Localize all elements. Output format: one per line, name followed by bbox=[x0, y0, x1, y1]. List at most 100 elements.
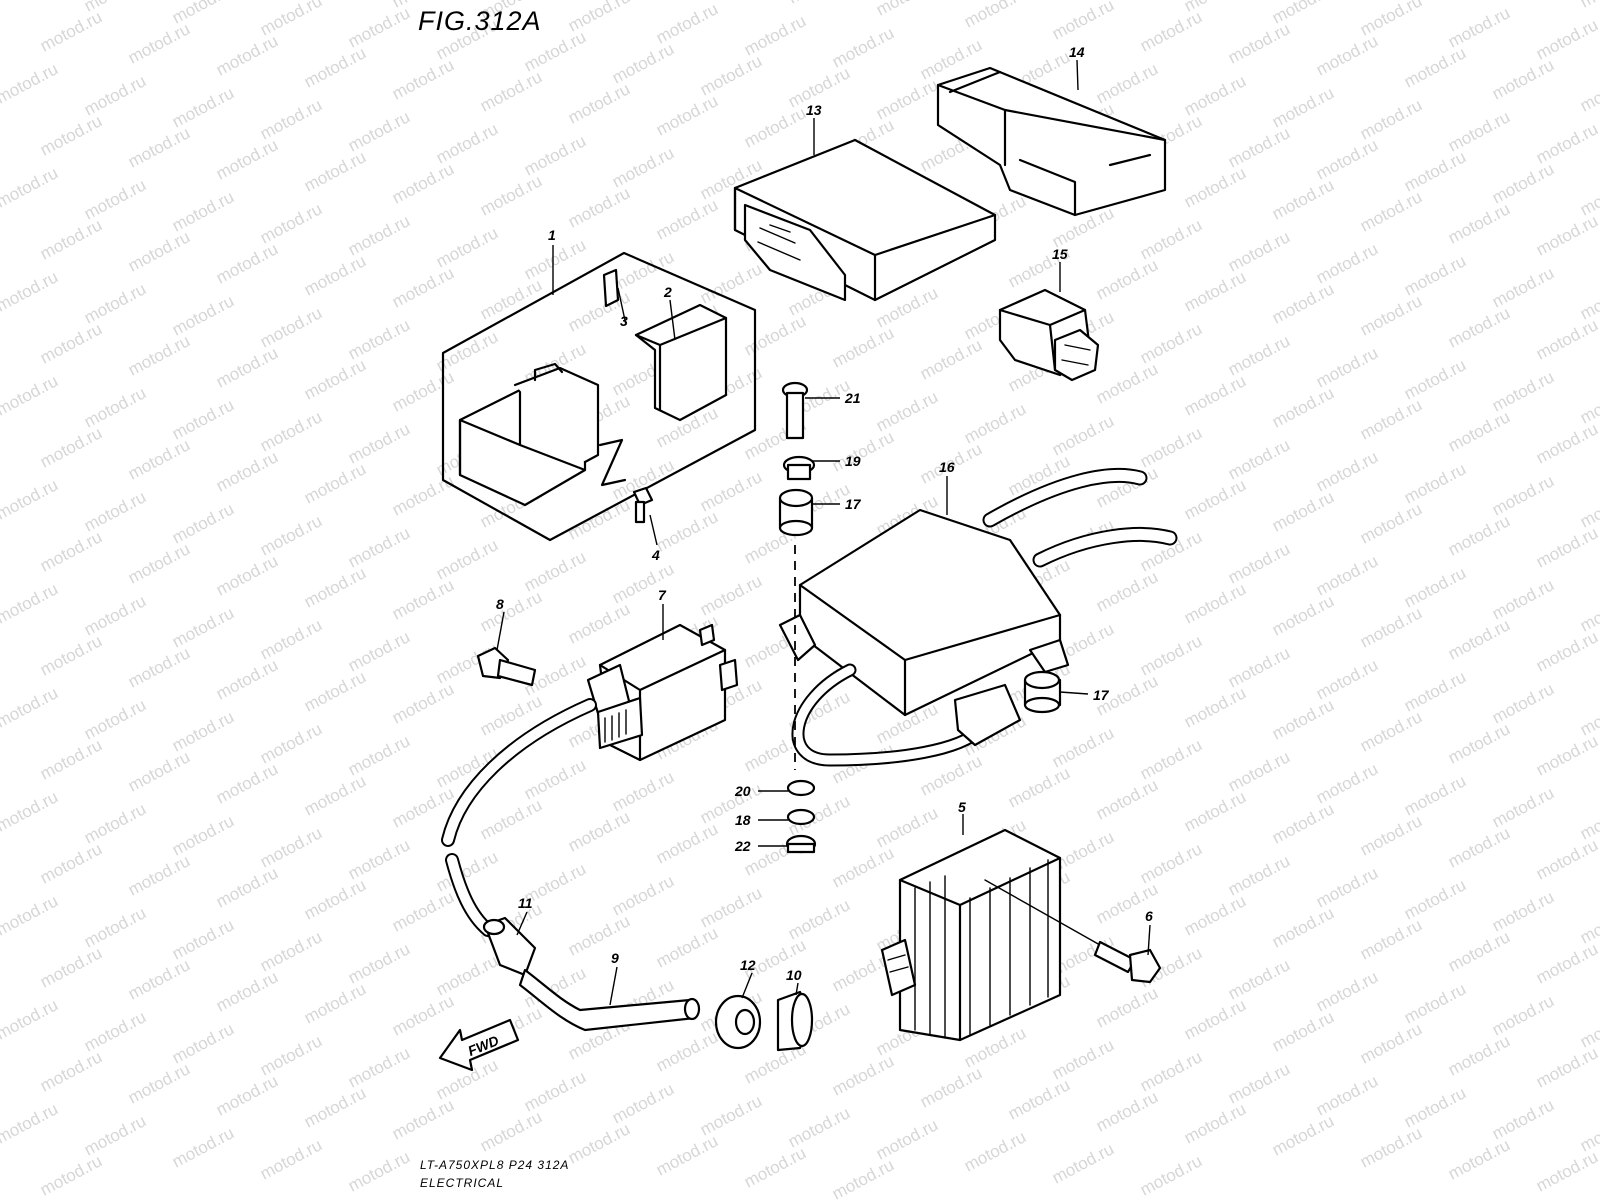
watermark-text: motod.ru bbox=[389, 991, 457, 1039]
watermark-text: motod.ru bbox=[213, 239, 281, 287]
watermark-text: motod.ru bbox=[389, 367, 457, 415]
model-code: LT-A750XPL8 P24 312A bbox=[420, 1158, 570, 1172]
watermark-text: motod.ru bbox=[125, 851, 193, 899]
watermark-text: motod.ru bbox=[301, 251, 369, 299]
watermark-text: motod.ru bbox=[653, 1131, 721, 1179]
watermark-text: motod.ru bbox=[1137, 631, 1205, 679]
watermark-text: motod.ru bbox=[521, 755, 589, 803]
watermark-text: motod.ru bbox=[213, 135, 281, 183]
watermark-text: motod.ru bbox=[433, 119, 501, 167]
watermark-text: motod.ru bbox=[1005, 763, 1073, 811]
watermark-text: motod.ru bbox=[1313, 551, 1381, 599]
watermark-text: motod.ru bbox=[37, 319, 105, 367]
callout-5: 5 bbox=[958, 799, 966, 815]
watermark-text: motod.ru bbox=[213, 1071, 281, 1119]
watermark-text: motod.ru bbox=[257, 511, 325, 559]
watermark-text: motod.ru bbox=[917, 751, 985, 799]
watermark-text: motod.ru bbox=[1489, 679, 1557, 727]
watermark-text: motod.ru bbox=[37, 111, 105, 159]
callout-20: 20 bbox=[734, 783, 751, 799]
watermark-text: motod.ru bbox=[1357, 395, 1425, 443]
watermark-text: motod.ru bbox=[345, 939, 413, 987]
watermark-text: motod.ru bbox=[213, 655, 281, 703]
watermark-text: motod.ru bbox=[741, 311, 809, 359]
watermark-text: motod.ru bbox=[1269, 383, 1337, 431]
watermark-text: motod.ru bbox=[1357, 291, 1425, 339]
watermark-text: motod.ru bbox=[1533, 315, 1600, 363]
watermark-text: motod.ru bbox=[829, 23, 897, 71]
watermark-text: motod.ru bbox=[1489, 55, 1557, 103]
watermark-text: motod.ru bbox=[1049, 1035, 1117, 1083]
watermark-text: motod.ru bbox=[873, 1115, 941, 1163]
watermark-text: motod.ru bbox=[1181, 163, 1249, 211]
watermark-text: motod.ru bbox=[1225, 435, 1293, 483]
watermark-text: motod.ru bbox=[389, 55, 457, 103]
watermark-text: motod.ru bbox=[873, 803, 941, 851]
watermark-text: motod.ru bbox=[1445, 407, 1513, 455]
watermark-text: motod.ru bbox=[37, 943, 105, 991]
watermark-text: motod.ru bbox=[1181, 71, 1249, 119]
watermark-text: motod.ru bbox=[565, 807, 633, 855]
watermark-text: motod.ru bbox=[345, 523, 413, 571]
watermark-text: motod.ru bbox=[1489, 575, 1557, 623]
watermark-text: motod.ru bbox=[1225, 227, 1293, 275]
watermark-text: motod.ru bbox=[1533, 627, 1600, 675]
watermark-text: motod.ru bbox=[1313, 447, 1381, 495]
watermark-text: motod.ru bbox=[653, 91, 721, 139]
watermark-text: motod.ru bbox=[1269, 695, 1337, 743]
watermark-text: motod.ru bbox=[1489, 1095, 1557, 1143]
watermark-text: motod.ru bbox=[169, 83, 237, 131]
watermark-text: motod.ru bbox=[1445, 1031, 1513, 1079]
watermark-text: motod.ru bbox=[521, 1067, 589, 1115]
callout-21: 21 bbox=[844, 390, 861, 406]
watermark-text: motod.ru bbox=[0, 371, 61, 419]
watermark-text: motod.ru bbox=[653, 507, 721, 555]
watermark-text: motod.ru bbox=[0, 683, 61, 731]
watermark-text: motod.ru bbox=[565, 599, 633, 647]
watermark-text: motod.ru bbox=[0, 579, 61, 627]
watermark-text: motod.ru bbox=[81, 383, 149, 431]
watermark-text: motod.ru bbox=[1313, 343, 1381, 391]
watermark-text: motod.ru bbox=[1401, 1083, 1469, 1131]
watermark-text: motod.ru bbox=[1313, 239, 1381, 287]
watermark-text: motod.ru bbox=[1049, 411, 1117, 459]
watermark-text: motod.ru bbox=[1401, 251, 1469, 299]
watermark-text: motod.ru bbox=[213, 343, 281, 391]
watermark-text: motod.ru bbox=[1181, 683, 1249, 731]
watermark-text: motod.ru bbox=[37, 423, 105, 471]
watermark-text: motod.ru bbox=[697, 51, 765, 99]
callout-13: 13 bbox=[806, 102, 822, 118]
watermark-text: motod.ru bbox=[345, 3, 413, 51]
watermark-text: motod.ru bbox=[1489, 471, 1557, 519]
watermark-text: motod.ru bbox=[213, 967, 281, 1015]
watermark-text: motod.ru bbox=[389, 263, 457, 311]
callout-9: 9 bbox=[611, 950, 619, 966]
watermark-text: motod.ru bbox=[1225, 643, 1293, 691]
watermark-text: motod.ru bbox=[829, 323, 897, 371]
watermark-text: motod.ru bbox=[1137, 1151, 1205, 1199]
watermark-text: motod.ru bbox=[125, 123, 193, 171]
watermark-text: motod.ru bbox=[1181, 579, 1249, 627]
watermark-text: motod.ru bbox=[1357, 811, 1425, 859]
watermark-text: motod.ru bbox=[0, 0, 61, 4]
watermark-text: motod.ru bbox=[301, 355, 369, 403]
watermark-text: motod.ru bbox=[169, 395, 237, 443]
watermark-text: motod.ru bbox=[345, 419, 413, 467]
watermark-text: motod.ru bbox=[1401, 771, 1469, 819]
watermark-text: motod.ru bbox=[37, 735, 105, 783]
watermark-text: motod.ru bbox=[169, 499, 237, 547]
watermark-text: motod.ru bbox=[81, 903, 149, 951]
watermark-text: motod.ru bbox=[125, 955, 193, 1003]
watermark-text: motod.ru bbox=[81, 279, 149, 327]
watermark-text: motod.ru bbox=[125, 747, 193, 795]
watermark-text: motod.ru bbox=[257, 199, 325, 247]
watermark-text: motod.ru bbox=[1401, 875, 1469, 923]
watermark-text: motod.ru bbox=[169, 811, 237, 859]
watermark-text: motod.ru bbox=[1225, 1059, 1293, 1107]
watermark-text: motod.ru bbox=[609, 559, 677, 607]
part-20-washer bbox=[786, 779, 816, 797]
watermark-text: motod.ru bbox=[1269, 903, 1337, 951]
callout-17-upper: 17 bbox=[845, 496, 862, 512]
watermark-text: motod.ru bbox=[1313, 1071, 1381, 1119]
watermark-text: motod.ru bbox=[345, 211, 413, 259]
